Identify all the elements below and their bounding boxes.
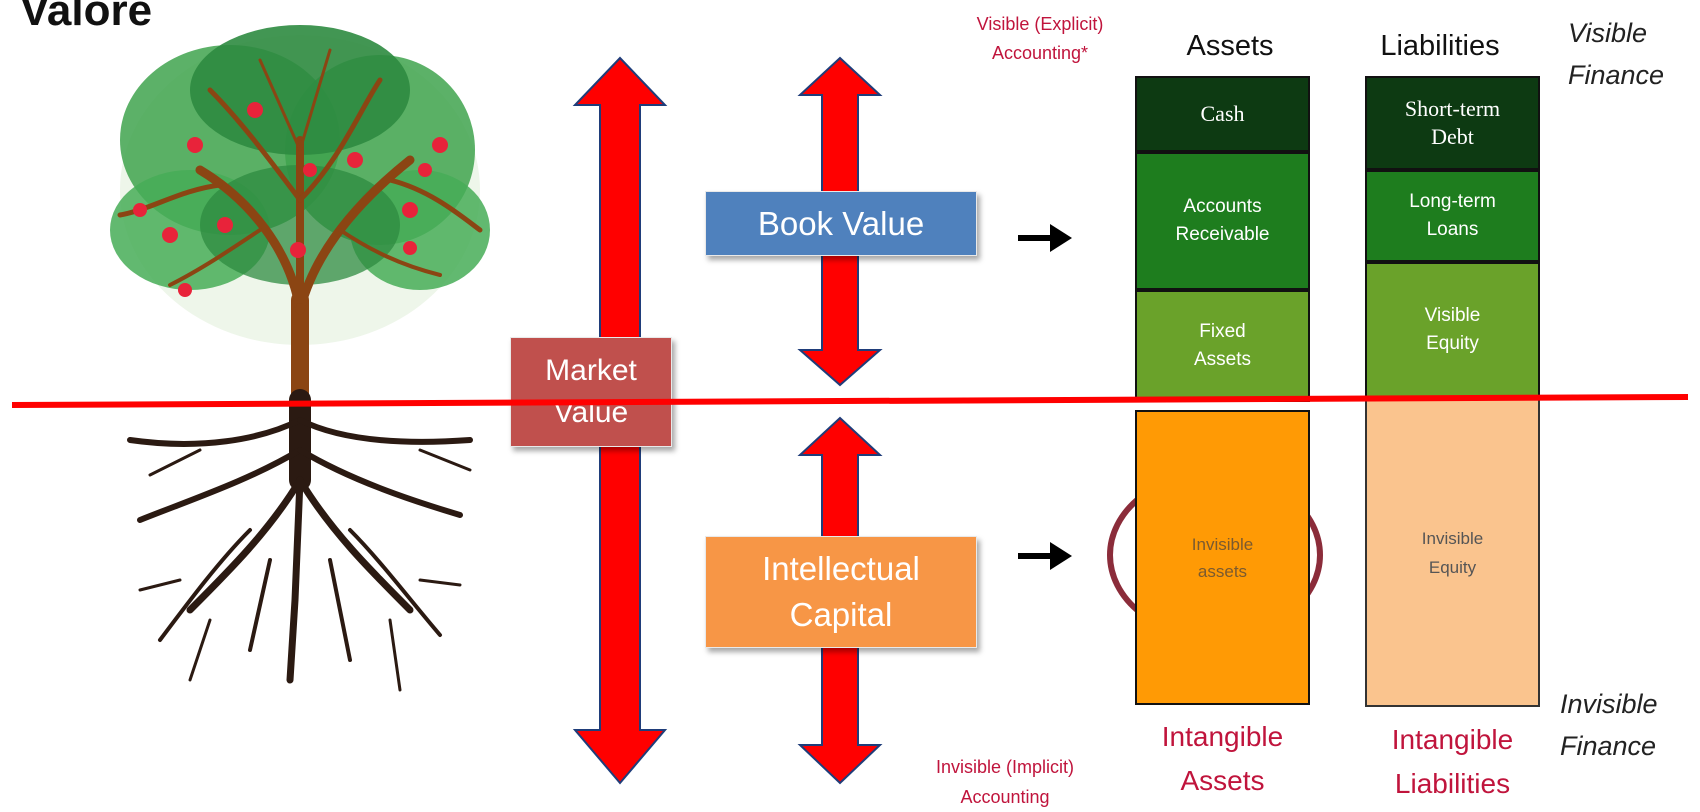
tree-illustration (110, 25, 490, 692)
fixed-assets-line-2: Assets (1193, 349, 1252, 370)
invisible-finance-line-2: Finance (1560, 731, 1657, 761)
intangible-liabilities-line-2: Liabilities (1394, 768, 1511, 799)
intangible-assets-label: Intangible Assets (1135, 715, 1310, 803)
invisible-equity-cell: Invisible Equity (1365, 398, 1540, 707)
invisible-equity-line-2: Equity (1428, 557, 1477, 577)
intellectual-capital-pointer-arrow (1018, 542, 1072, 570)
intellectual-capital-line-1: Intellectual (762, 550, 920, 587)
cash-text: Cash (1200, 101, 1245, 126)
invisible-assets-line-1: Invisible (1191, 534, 1254, 554)
intangible-assets-line-1: Intangible (1161, 721, 1284, 752)
market-value-line-2: Value (553, 396, 629, 429)
cash-cell: Cash (1135, 76, 1310, 152)
fixed-assets-cell: Fixed Assets (1135, 290, 1310, 402)
invisible-assets-cell: Invisible assets (1135, 410, 1310, 705)
tree-roots (127, 389, 473, 692)
page-title: Valore (20, 0, 153, 35)
accounts-receivable-cell: Accounts Receivable (1135, 152, 1310, 290)
book-value-text: Book Value (757, 204, 925, 242)
invisible-assets-line-2: assets (1197, 561, 1248, 581)
market-value-label: Market Value (510, 337, 672, 447)
tree-trunk (117, 48, 483, 409)
assets-column-header: Assets (1186, 30, 1274, 62)
accounts-receivable-line-2: Receivable (1175, 224, 1270, 245)
long-term-loans-cell: Long-term Loans (1365, 170, 1540, 262)
visible-finance-line-1: Visible (1568, 18, 1648, 48)
liabilities-column-header: Liabilities (1380, 30, 1500, 62)
book-value-pointer-arrow (1018, 224, 1072, 252)
invisible-accounting-label: Invisible (Implicit) Accounting (905, 752, 1105, 812)
invisible-equity-line-1: Invisible (1421, 528, 1484, 548)
fixed-assets-line-1: Fixed (1199, 321, 1246, 342)
short-term-debt-line-2: Debt (1431, 124, 1474, 149)
visible-equity-cell: Visible Equity (1365, 262, 1540, 398)
visible-equity-line-1: Visible (1424, 305, 1481, 326)
accounts-receivable-line-1: Accounts (1183, 196, 1262, 217)
book-value-label: Book Value (705, 191, 977, 256)
short-term-debt-cell: Short-term Debt (1365, 76, 1540, 170)
visible-finance-label: Visible Finance (1568, 12, 1664, 96)
intangible-liabilities-label: Intangible Liabilities (1365, 718, 1540, 806)
visible-equity-line-2: Equity (1426, 333, 1479, 354)
long-term-loans-line-2: Loans (1426, 219, 1479, 240)
intellectual-capital-line-2: Capital (789, 596, 893, 633)
long-term-loans-line-1: Long-term (1409, 191, 1496, 212)
short-term-debt-line-1: Short-term (1404, 96, 1501, 121)
visible-accounting-label: Visible (Explicit) Accounting* (945, 10, 1135, 68)
visible-accounting-line-1: Visible (Explicit) (976, 14, 1104, 34)
invisible-finance-line-1: Invisible (1560, 689, 1658, 719)
visible-accounting-line-2: Accounting* (991, 43, 1089, 63)
intellectual-capital-label: Intellectual Capital (705, 536, 977, 648)
invisible-accounting-line-1: Invisible (Implicit) (935, 757, 1075, 777)
intangible-liabilities-line-1: Intangible (1391, 724, 1514, 755)
visible-finance-line-2: Finance (1568, 60, 1665, 90)
invisible-finance-label: Invisible Finance (1560, 683, 1658, 767)
invisible-accounting-line-2: Accounting (960, 787, 1050, 807)
intangible-assets-line-2: Assets (1180, 765, 1265, 796)
market-value-line-1: Market (545, 354, 637, 387)
tree-fruits (133, 102, 448, 297)
